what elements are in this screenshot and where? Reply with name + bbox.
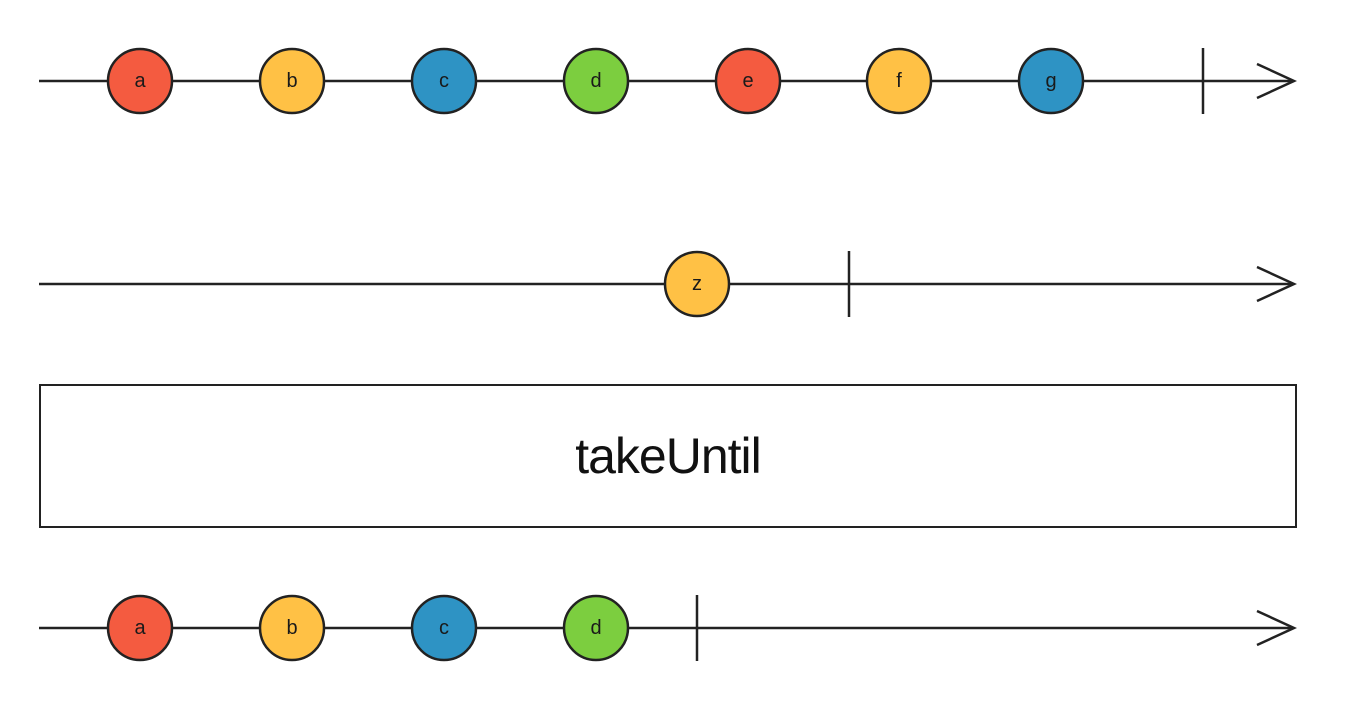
timeline-arrowhead [1256, 265, 1297, 303]
marble-label: c [439, 70, 449, 92]
marble-label: f [896, 70, 902, 92]
marble-label: z [692, 273, 702, 295]
marble-a: a [106, 594, 174, 662]
operator-label: takeUntil [575, 428, 762, 484]
marble-circle [663, 250, 731, 318]
marble-circle [714, 47, 782, 115]
operator-box: takeUntil [39, 384, 1297, 528]
marble-circle [865, 47, 933, 115]
marble-label: e [742, 70, 753, 92]
marble-label: c [439, 617, 449, 639]
marble-z: z [663, 250, 731, 318]
marble-circle [410, 594, 478, 662]
marble-label: a [134, 617, 146, 639]
timeline-arrowhead [1256, 62, 1297, 100]
marble-a: a [106, 47, 174, 115]
timeline-source: a b c d e f g [39, 47, 1297, 115]
marble-d: d [562, 47, 630, 115]
marble-circle [1017, 47, 1085, 115]
marble-circle [562, 594, 630, 662]
marble-label: d [590, 70, 601, 92]
timeline-output: a b c d [39, 594, 1297, 662]
marble-e: e [714, 47, 782, 115]
marble-c: c [410, 594, 478, 662]
marble-b: b [258, 594, 326, 662]
marble-circle [106, 47, 174, 115]
marble-label: d [590, 617, 601, 639]
timeline-notifier: z [39, 250, 1297, 318]
marble-circle [106, 594, 174, 662]
marble-b: b [258, 47, 326, 115]
marble-g: g [1017, 47, 1085, 115]
marble-label: a [134, 70, 146, 92]
timeline-arrowhead [1256, 609, 1297, 647]
marble-f: f [865, 47, 933, 115]
marble-circle [410, 47, 478, 115]
marble-circle [258, 47, 326, 115]
marble-label: b [286, 70, 297, 92]
marble-label: b [286, 617, 297, 639]
marble-circle [562, 47, 630, 115]
marble-circle [258, 594, 326, 662]
marble-label: g [1045, 70, 1056, 92]
marble-c: c [410, 47, 478, 115]
marble-d: d [562, 594, 630, 662]
